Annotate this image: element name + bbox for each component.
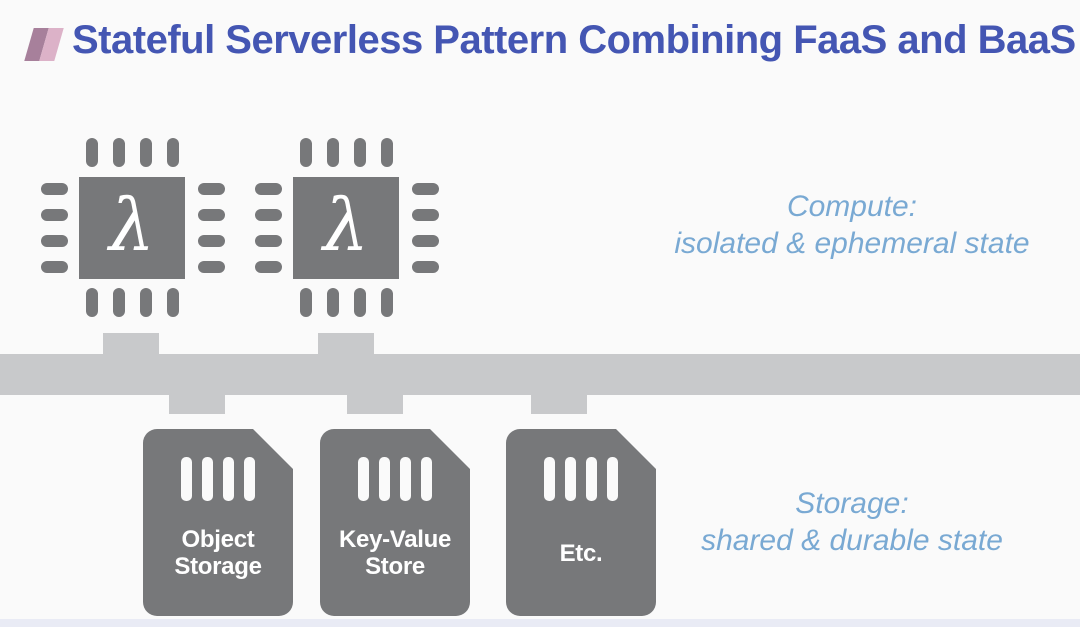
memory-card-icon-key-value-store: Key-Value Store [320,429,470,616]
bus-connector-card-1 [169,395,225,414]
card-label: Etc. [506,523,656,583]
chip-pins-right [198,177,225,279]
chip-body: λ [79,177,185,279]
card-label: Key-Value Store [320,523,470,583]
card-label-line1: Etc. [559,539,603,567]
bus-connector-chip-2 [318,333,374,355]
footer-strip [0,619,1080,627]
card-label-line1: Key-Value [338,526,452,553]
storage-annotation-line1: Storage: [795,487,909,520]
storage-annotation-line2: shared & durable state [701,524,1003,557]
chip-body: λ [293,177,399,279]
chip-pins-top [293,138,399,167]
compute-annotation-line1: Compute: [786,190,918,223]
bus-connector-card-3 [531,395,587,414]
storage-annotation: Storage: shared & durable state [632,485,1072,559]
memory-card-icon-object-storage: Object Storage [143,429,293,616]
chip-pins-bottom [79,288,185,317]
card-label: Object Storage [143,523,293,583]
bus-connector-chip-1 [103,333,159,355]
chip-pins-top [79,138,185,167]
bus-connector-card-2 [347,395,403,414]
chip-pins-left [255,177,282,279]
chip-pins-left [41,177,68,279]
lambda-chip-icon-1: λ [41,138,225,317]
bus-bar [0,354,1080,395]
lambda-symbol: λ [109,183,155,267]
card-slots [506,457,656,501]
lambda-chip-icon-2: λ [255,138,439,317]
chip-pins-right [412,177,439,279]
compute-annotation: Compute: isolated & ephemeral state [632,188,1072,262]
page-title: Stateful Serverless Pattern Combining Fa… [72,18,1076,62]
chip-pins-bottom [293,288,399,317]
compute-annotation-line2: isolated & ephemeral state [674,227,1030,260]
title-slant-marker-icon [24,28,64,61]
memory-card-icon-etc: Etc. [506,429,656,616]
card-label-line2: Storage [174,553,262,580]
card-label-line2: Store [365,553,425,580]
card-slots [320,457,470,501]
lambda-symbol: λ [323,183,369,267]
card-label-line1: Object [181,526,255,553]
card-slots [143,457,293,501]
